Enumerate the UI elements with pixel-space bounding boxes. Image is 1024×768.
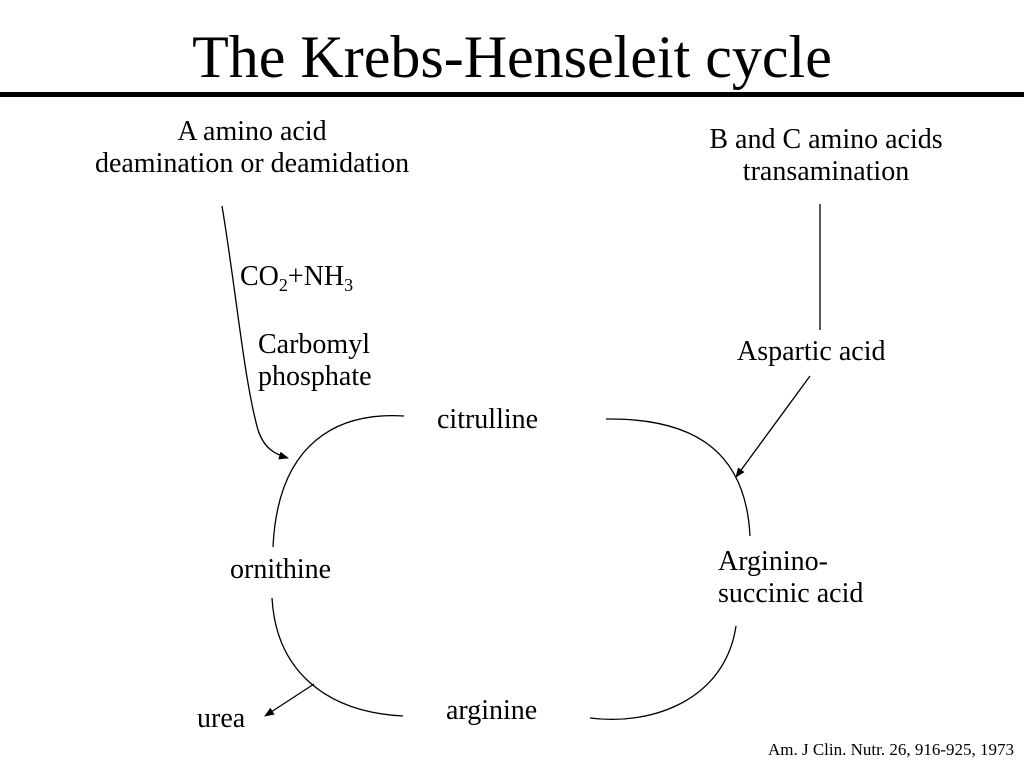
page-title: The Krebs-Henseleit cycle <box>192 24 832 90</box>
co-text: CO <box>240 261 279 292</box>
carbomyl-line2: phosphate <box>258 361 372 392</box>
carbomyl-line1: Carbomyl <box>258 329 370 360</box>
deamination-arrow <box>221 205 289 460</box>
arc-argininosuccinic-arginine <box>589 625 737 721</box>
source-bc-line2: transamination <box>742 156 910 187</box>
source-bc-line1: B and C amino acids <box>709 124 943 155</box>
source-a-label: A amino acid deamination or deamidation <box>52 116 452 180</box>
citation: Am. J Clin. Nutr. 26, 916-925, 1973 <box>767 740 1014 759</box>
arc-arginine-ornithine <box>271 597 404 717</box>
source-a-line2: deamination or deamidation <box>94 148 410 179</box>
argininosuccinic-line2: succinic acid <box>718 578 864 609</box>
ornithine-label: ornithine <box>230 554 332 585</box>
nh3-subscript: 3 <box>344 275 354 295</box>
source-bc-label: B and C amino acids transamination <box>670 124 982 188</box>
source-a-line1: A amino acid <box>177 116 327 147</box>
urea-label: urea <box>197 703 246 734</box>
citrulline-label: citrulline <box>437 404 539 435</box>
argininosuccinic-line1: Arginino- <box>718 546 828 577</box>
arc-ornithine-citrulline <box>272 414 405 548</box>
title-rule <box>0 92 1024 97</box>
aspartic-acid-label: Aspartic acid <box>737 336 886 367</box>
urea-arrow <box>264 683 315 717</box>
co2-nh3-label: CO2+NH3 <box>240 261 354 295</box>
plus-nh-text: +NH <box>287 261 345 292</box>
aspartic-arrow <box>735 375 811 478</box>
argininosuccinic-acid-label: Arginino- succinic acid <box>718 546 863 610</box>
arginine-label: arginine <box>446 695 538 726</box>
carbomyl-phosphate-label: Carbomyl phosphate <box>258 329 372 393</box>
arc-citrulline-argininosuccinic <box>605 418 751 537</box>
co2-subscript: 2 <box>278 275 288 295</box>
